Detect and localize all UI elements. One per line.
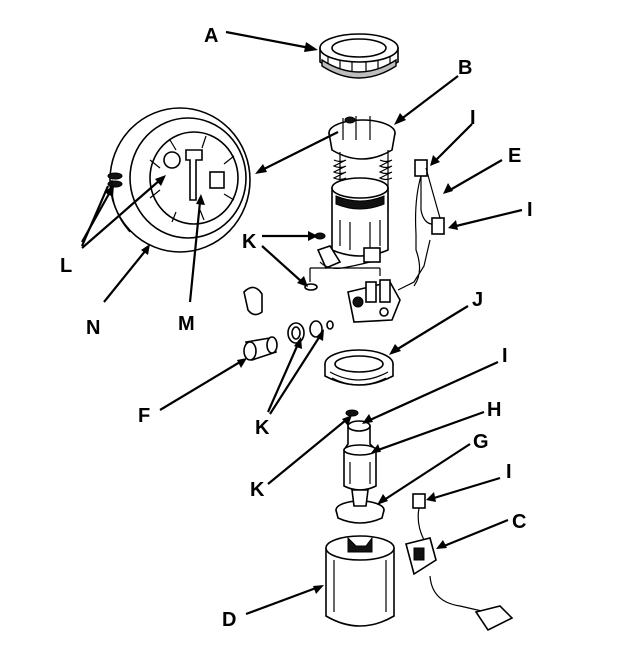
label-i-upper-2: I	[527, 199, 533, 221]
leader-lines	[80, 30, 523, 616]
label-i-lower: I	[506, 461, 512, 483]
base-gasket-part	[324, 349, 394, 386]
quick-connector-fitting-part	[243, 286, 334, 362]
callout-labels: A B I E I K L N M J F K I H K G I C D	[60, 25, 533, 631]
label-i-upper-1: I	[470, 107, 476, 129]
label-k-lower: K	[250, 479, 265, 501]
label-m: M	[178, 313, 195, 335]
filter-part	[335, 489, 385, 524]
tank-unit-top-view	[107, 107, 251, 253]
label-h: H	[487, 399, 501, 421]
label-j: J	[472, 289, 483, 311]
wire-harness-part	[413, 159, 445, 287]
label-n: N	[86, 317, 100, 339]
pump-housing-part	[325, 535, 395, 627]
lock-ring-part	[319, 33, 399, 79]
pressure-regulator-part	[347, 239, 431, 323]
label-c: C	[512, 511, 526, 533]
label-l: L	[60, 255, 72, 277]
label-e: E	[508, 145, 521, 167]
level-sensor-part	[405, 493, 514, 632]
label-g: G	[473, 431, 489, 453]
fuel-pump-part	[343, 420, 377, 491]
label-i-middle: I	[502, 345, 508, 367]
label-a: A	[204, 25, 218, 47]
label-k-upper: K	[242, 231, 257, 253]
label-f: F	[138, 405, 150, 427]
label-d: D	[222, 609, 236, 631]
label-k-middle: K	[255, 417, 270, 439]
label-b: B	[458, 57, 472, 79]
pump-assembly-part	[309, 116, 396, 282]
